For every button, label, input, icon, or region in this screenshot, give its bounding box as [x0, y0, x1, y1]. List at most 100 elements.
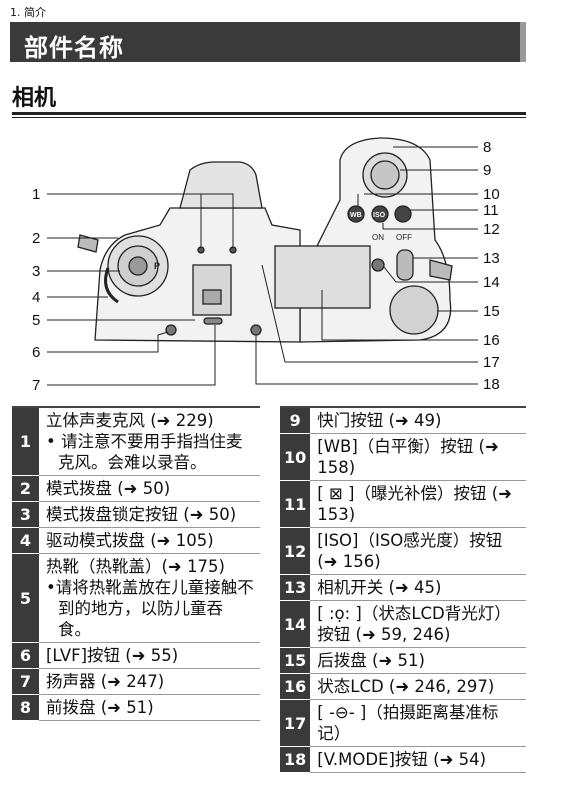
part-number: 11 [280, 480, 311, 528]
table-row: 1 立体声麦克风 (➜ 229) • 请注意不要用手指挡住麦克风。会难以录音。 [12, 407, 260, 476]
section-title: 部件名称 [24, 34, 124, 62]
part-description: 立体声麦克风 (➜ 229) • 请注意不要用手指挡住麦克风。会难以录音。 [39, 407, 260, 476]
part-name: 热靴（热靴盖）(➜ 175) [46, 557, 225, 576]
part-number: 6 [12, 642, 39, 669]
part-number: 3 [12, 501, 39, 528]
table-row: 5 热靴（热靴盖）(➜ 175) •请将热靴盖放在儿童接触不到的地方，以防儿童吞食。 [12, 553, 260, 643]
part-description: 快门按钮 (➜ 49) [310, 407, 526, 434]
part-description: 状态LCD (➜ 246, 297) [310, 674, 526, 700]
part-name: [ISO]（ISO感光度）按钮 (➜ 156) [317, 531, 503, 571]
part-name: 模式拨盘锁定按钮 (➜ 50) [46, 505, 237, 524]
on-label: ON [372, 233, 384, 242]
breadcrumb: 1. 简介 [10, 6, 46, 19]
callout-2: 2 [32, 230, 40, 247]
callout-17: 17 [483, 354, 500, 371]
parts-table-left: 1 立体声麦克风 (➜ 229) • 请注意不要用手指挡住麦克风。会难以录音。 2 模式… [12, 406, 260, 721]
table-row: 15 后拨盘 (➜ 51) [280, 647, 526, 674]
callout-15: 15 [483, 303, 500, 320]
table-row: 8 前拨盘 (➜ 51) [12, 694, 260, 721]
subsection-title: 相机 [12, 86, 57, 111]
section-banner: 部件名称 [10, 22, 526, 62]
part-name: 相机开关 (➜ 45) [317, 578, 442, 597]
part-name: 扬声器 (➜ 247) [46, 672, 165, 691]
callout-5: 5 [32, 312, 40, 329]
callout-8: 8 [483, 139, 491, 156]
wb-label: WB [350, 212, 362, 219]
callout-6: 6 [32, 344, 40, 361]
part-description: [ -⊖- ]（拍摄距离基准标记） [310, 700, 526, 747]
callout-14: 14 [483, 274, 500, 291]
banner-shadow [520, 22, 526, 62]
callout-9: 9 [483, 162, 491, 179]
table-row: 10[WB]（白平衡）按钮 (➜ 158) [280, 433, 526, 481]
callout-numbers: 1 2 3 4 5 6 7 8 9 10 11 12 13 14 15 16 1… [32, 139, 500, 394]
table-row: 18 [V.MODE]按钮 (➜ 54) [280, 746, 526, 773]
part-name: [LVF]按钮 (➜ 55) [46, 646, 179, 665]
part-number: 1 [12, 407, 39, 476]
callout-4: 4 [32, 289, 40, 306]
part-description: [V.MODE]按钮 (➜ 54) [310, 747, 526, 773]
part-name: 模式拨盘 (➜ 50) [46, 479, 171, 498]
table-row: 14[ :ọ: ]（状态LCD背光灯）按钮 (➜ 59, 246) [280, 600, 526, 648]
mode-p-label: P [154, 261, 160, 271]
table-row: 17[ -⊖- ]（拍摄距离基准标记） [280, 699, 526, 747]
off-label: OFF [396, 233, 412, 242]
part-number: 15 [280, 647, 311, 674]
part-description: 驱动模式拨盘 (➜ 105) [39, 528, 260, 554]
table-row: 16 状态LCD (➜ 246, 297) [280, 673, 526, 700]
camera-small-labels: WB ISO P [154, 212, 386, 271]
callout-16: 16 [483, 332, 500, 349]
iso-label: ISO [373, 212, 386, 219]
table-row: 12[ISO]（ISO感光度）按钮 (➜ 156) [280, 527, 526, 575]
part-description: [ISO]（ISO感光度）按钮 (➜ 156) [310, 528, 526, 575]
part-number: 16 [280, 673, 311, 700]
heading-rule [12, 112, 526, 115]
callout-18: 18 [483, 376, 500, 393]
part-name: [ :ọ: ]（状态LCD背光灯）按钮 (➜ 59, 246) [317, 604, 511, 644]
part-description: 扬声器 (➜ 247) [39, 669, 260, 695]
table-row: 6 [LVF]按钮 (➜ 55) [12, 642, 260, 669]
part-name: [ -⊖- ]（拍摄距离基准标记） [317, 703, 499, 743]
part-note: • 请注意不要用手指挡住麦克风。会难以录音。 [46, 432, 243, 472]
camera-top-view-diagram: WB ISO P ON OFF 1 2 3 4 5 6 7 8 9 [32, 137, 500, 394]
part-name: 前拨盘 (➜ 51) [46, 698, 154, 717]
part-description: [ :ọ: ]（状态LCD背光灯）按钮 (➜ 59, 246) [310, 601, 526, 648]
callout-10: 10 [483, 186, 500, 203]
part-name: 状态LCD (➜ 246, 297) [317, 677, 495, 696]
part-number: 17 [280, 699, 311, 747]
part-number: 2 [12, 475, 39, 502]
part-name: 驱动模式拨盘 (➜ 105) [46, 531, 214, 550]
part-name: [WB]（白平衡）按钮 (➜ 158) [317, 437, 499, 477]
part-number: 10 [280, 433, 311, 481]
part-description: 前拨盘 (➜ 51) [39, 695, 260, 721]
callout-3: 3 [32, 263, 40, 280]
part-name: [V.MODE]按钮 (➜ 54) [317, 750, 487, 769]
callout-13: 13 [483, 250, 500, 267]
part-number: 12 [280, 527, 311, 575]
part-description: 热靴（热靴盖）(➜ 175) •请将热靴盖放在儿童接触不到的地方，以防儿童吞食。 [39, 554, 260, 643]
part-name: [ ⊠ ]（曝光补偿）按钮 (➜ 153) [317, 484, 512, 524]
part-note: •请将热靴盖放在儿童接触不到的地方，以防儿童吞食。 [46, 578, 254, 639]
callout-1: 1 [32, 186, 40, 203]
part-number: 18 [280, 746, 311, 773]
part-description: [LVF]按钮 (➜ 55) [39, 643, 260, 669]
part-description: [WB]（白平衡）按钮 (➜ 158) [310, 434, 526, 481]
part-number: 8 [12, 694, 39, 721]
part-description: 模式拨盘锁定按钮 (➜ 50) [39, 502, 260, 528]
table-row: 11[ ⊠ ]（曝光补偿）按钮 (➜ 153) [280, 480, 526, 528]
part-number: 5 [12, 553, 39, 643]
leader-lines [47, 146, 478, 386]
part-name: 立体声麦克风 (➜ 229) [46, 411, 214, 430]
heading-rule-thin [12, 117, 526, 118]
callout-12: 12 [483, 221, 500, 238]
part-description: 模式拨盘 (➜ 50) [39, 476, 260, 502]
table-row: 2 模式拨盘 (➜ 50) [12, 475, 260, 502]
part-description: [ ⊠ ]（曝光补偿）按钮 (➜ 153) [310, 481, 526, 528]
part-name: 快门按钮 (➜ 49) [317, 411, 442, 430]
part-name: 后拨盘 (➜ 51) [317, 651, 425, 670]
callout-11: 11 [483, 202, 499, 219]
